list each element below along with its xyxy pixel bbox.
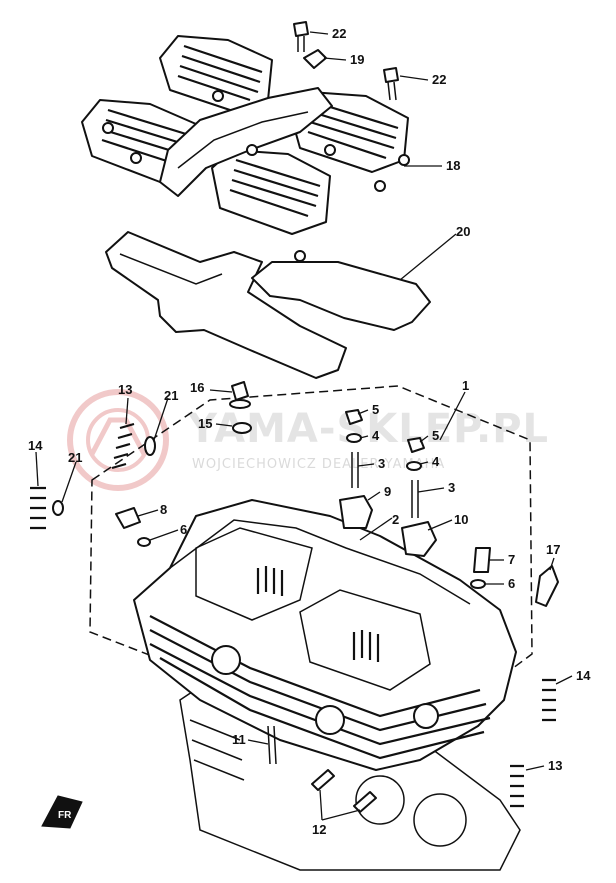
callout-labels: 22 19 22 18 20 1 16 15 5 4 3 5 4 3 9 2 1… — [28, 26, 591, 837]
stud-3-upper — [351, 452, 359, 488]
cylinder-head — [133, 499, 517, 771]
callout-17: 17 — [546, 542, 560, 557]
direction-marker-label: FR — [58, 810, 72, 821]
callout-12: 12 — [312, 822, 326, 837]
callout-22-right: 22 — [432, 72, 446, 87]
callout-21-upper: 21 — [164, 388, 178, 403]
watermark: YAMA-SKLEP.PL WOJCIECHOWICZ DEALER YAMAH… — [67, 389, 548, 491]
oring-6-left — [137, 537, 151, 547]
callout-19: 19 — [350, 52, 364, 67]
callout-5-upper: 5 — [372, 402, 379, 417]
callout-16: 16 — [190, 380, 204, 395]
dowel-21-upper — [144, 436, 156, 456]
plug-16 — [229, 381, 251, 409]
callout-7: 7 — [508, 552, 515, 567]
head-cover-gasket — [105, 231, 431, 379]
spring-14-right — [542, 678, 556, 722]
stud-11 — [267, 725, 277, 765]
callout-8: 8 — [160, 502, 167, 517]
callout-10: 10 — [454, 512, 468, 527]
spring-13-lower — [510, 764, 524, 808]
stud-3-lower — [411, 480, 419, 518]
cam-cap-10 — [401, 521, 437, 557]
callout-20: 20 — [456, 224, 470, 239]
washer-4-upper — [346, 433, 362, 443]
washer-4-lower — [406, 461, 422, 471]
dowel-12-a — [311, 769, 335, 791]
watermark-subtitle: WOJCIECHOWICZ DEALER YAMAHA — [192, 457, 445, 472]
callout-4-lower: 4 — [432, 454, 440, 469]
callout-3-lower: 3 — [448, 480, 455, 495]
callout-5-lower: 5 — [432, 428, 439, 443]
spring-14-left — [30, 486, 46, 530]
callout-22-top: 22 — [332, 26, 346, 41]
callout-13-upper: 13 — [118, 382, 132, 397]
cylinder-head-cover — [81, 35, 410, 262]
callout-3-upper: 3 — [378, 456, 385, 471]
cam-cap-9 — [339, 495, 373, 529]
cable-clip-19 — [303, 49, 327, 69]
callout-1: 1 — [462, 378, 469, 393]
front-direction-arrow-icon: FR — [41, 795, 83, 829]
callout-13-lower: 13 — [548, 758, 562, 773]
fitting-8 — [115, 507, 141, 529]
callout-9: 9 — [384, 484, 391, 499]
callout-11: 11 — [232, 732, 246, 747]
spring-13-upper — [111, 422, 135, 470]
callout-2: 2 — [392, 512, 399, 527]
sensor-7 — [473, 547, 491, 573]
callout-21-lower: 21 — [68, 450, 82, 465]
washer-15 — [232, 422, 252, 434]
callout-6-left: 6 — [180, 522, 187, 537]
cover-bolt-22-left — [293, 21, 309, 52]
cover-bolt-22-right — [383, 67, 399, 101]
dowel-21-lower — [52, 500, 64, 516]
dowel-12-b — [353, 791, 377, 813]
callout-15: 15 — [198, 416, 212, 431]
leader-lines — [35, 31, 573, 821]
callout-18: 18 — [446, 158, 460, 173]
oring-6-right — [470, 579, 486, 589]
plug-17 — [535, 565, 559, 607]
callout-14-right: 14 — [576, 668, 591, 683]
callout-14-left: 14 — [28, 438, 43, 453]
callout-4-upper: 4 — [372, 428, 380, 443]
callout-6-right: 6 — [508, 576, 515, 591]
